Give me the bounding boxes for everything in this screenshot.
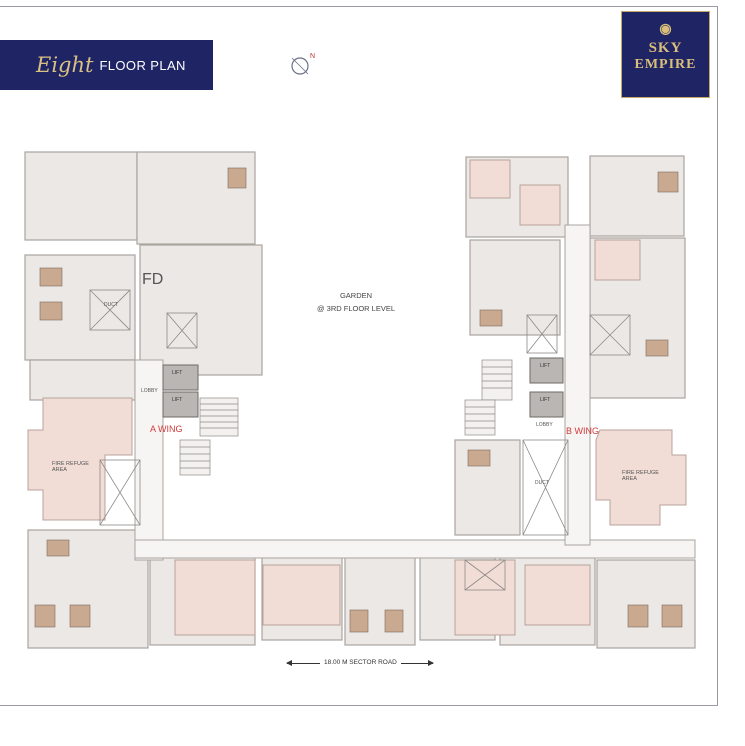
pink-unit-3 bbox=[454, 559, 516, 636]
bed-icon bbox=[34, 604, 56, 628]
duct-a bbox=[89, 289, 131, 331]
bed-icon bbox=[384, 609, 404, 633]
refuge-area-right bbox=[595, 429, 687, 526]
bottom-lobby-corridor bbox=[134, 539, 696, 559]
crest-icon: ◉ bbox=[659, 22, 672, 37]
garden-line1: GARDEN bbox=[339, 291, 373, 300]
road-label: 18.00 M SECTOR ROAD bbox=[320, 659, 401, 666]
duct-a2 bbox=[166, 312, 198, 349]
bed-icon bbox=[627, 604, 649, 628]
pink-room-b2 bbox=[594, 239, 641, 281]
refuge-left-label: FIRE REFUGE AREA bbox=[52, 461, 89, 473]
title-text: FLOOR PLAN bbox=[99, 57, 186, 73]
sky-empire-logo: ◉ SKY EMPIRE bbox=[621, 11, 710, 98]
bed-icon bbox=[645, 339, 669, 357]
compass-icon: N bbox=[291, 53, 315, 75]
bed-icon bbox=[69, 604, 91, 628]
page-frame bbox=[0, 6, 718, 706]
a-wing-label: A WING bbox=[150, 424, 183, 434]
duct-label: DUCT bbox=[104, 302, 118, 308]
lift-a2 bbox=[162, 391, 199, 418]
a-wing-core bbox=[139, 244, 263, 376]
bed-icon bbox=[661, 604, 683, 628]
lift-a1 bbox=[162, 364, 199, 391]
b-wing-lobby-corridor bbox=[564, 224, 591, 546]
lobby-b-label: LOBBY bbox=[536, 422, 553, 428]
fd-label: FD bbox=[142, 271, 164, 288]
garden-line2: @ 3RD FLOOR LEVEL bbox=[316, 304, 396, 313]
duct-b-label: DUCT bbox=[535, 480, 549, 486]
b-wing-label: B WING bbox=[566, 426, 599, 436]
bed-icon bbox=[349, 609, 369, 633]
north-label: N bbox=[310, 53, 315, 60]
pink-unit-4 bbox=[524, 564, 591, 626]
pink-room-b3 bbox=[519, 184, 561, 226]
logo-line2: EMPIRE bbox=[634, 57, 697, 72]
a-wing-unit-top-right bbox=[136, 151, 256, 245]
bed-icon bbox=[479, 309, 503, 327]
staircase-a2 bbox=[179, 439, 211, 476]
duct-b bbox=[526, 314, 558, 354]
floor-plan-title: Eight FLOOR PLAN bbox=[0, 40, 213, 90]
duct-b2 bbox=[589, 314, 631, 356]
pink-unit-2 bbox=[262, 564, 341, 626]
lift-a1-label: LIFT bbox=[172, 370, 183, 376]
pink-room-b1 bbox=[469, 159, 511, 199]
lobby-a-label: LOBBY bbox=[141, 388, 158, 394]
pink-unit-1 bbox=[174, 559, 256, 636]
lift-b2-label: LIFT bbox=[540, 397, 551, 403]
refuge-area-left bbox=[27, 397, 133, 521]
staircase-b bbox=[481, 359, 513, 401]
a-wing-unit-mid-low bbox=[29, 359, 136, 401]
lift-b2 bbox=[529, 391, 564, 418]
lift-a2-label: LIFT bbox=[172, 397, 183, 403]
unit-bottom-1 bbox=[27, 529, 149, 649]
bed-icon bbox=[46, 539, 70, 557]
bed-icon bbox=[39, 267, 63, 287]
b-wing-unit-top-right bbox=[589, 155, 685, 237]
staircase-b2 bbox=[464, 399, 496, 436]
logo-line1: SKY bbox=[648, 40, 683, 56]
duct-lower-b bbox=[522, 439, 569, 536]
refuge-right-label: FIRE REFUGE AREA bbox=[622, 470, 659, 482]
bed-icon bbox=[657, 171, 679, 193]
a-wing-unit-top-left bbox=[24, 151, 138, 241]
bed-icon bbox=[467, 449, 491, 467]
garden-label: GARDEN @ 3RD FLOOR LEVEL bbox=[306, 289, 406, 315]
duct-bottom bbox=[464, 559, 506, 591]
lift-b1-label: LIFT bbox=[540, 363, 551, 369]
bed-icon bbox=[39, 301, 63, 321]
duct-lower-a bbox=[99, 459, 141, 526]
unit-bottom-7 bbox=[596, 559, 696, 649]
title-script: Eight bbox=[36, 53, 94, 77]
lift-b1 bbox=[529, 357, 564, 384]
bed-icon bbox=[227, 167, 247, 189]
